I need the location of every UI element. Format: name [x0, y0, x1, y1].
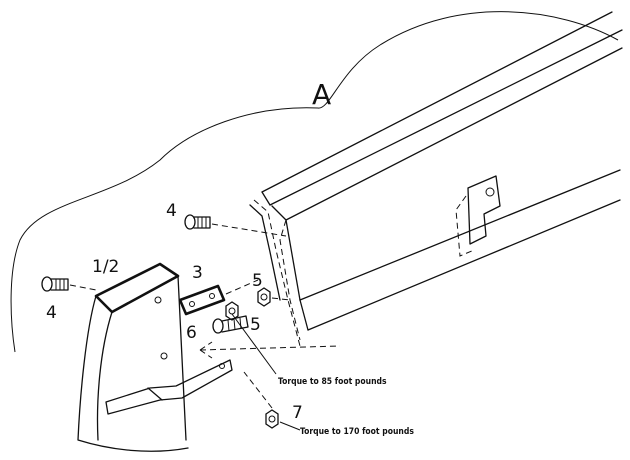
view-label-a: A: [312, 78, 331, 111]
bolt-4-upper: [184, 214, 211, 230]
torque-note-85: Torque to 85 foot pounds: [278, 377, 387, 387]
callout-3: 3: [192, 263, 203, 283]
bolt-4-upper-leader: [211, 223, 287, 237]
callout-7: 7: [292, 403, 303, 423]
torque-170-leader: [279, 421, 301, 431]
callout-1-2: 1/2: [92, 257, 119, 277]
end-bracket-edge: [249, 204, 281, 301]
callout-5-upper: 5: [252, 271, 263, 291]
callout-4-upper: 4: [166, 201, 177, 221]
backing-plate-3: [178, 284, 226, 316]
bolt-6: [212, 315, 249, 334]
end-bracket-outline: [253, 199, 301, 347]
bumper-bar: [261, 11, 623, 341]
nut-5-lower: [225, 301, 239, 321]
detail-view-outline: [10, 11, 619, 353]
rear-mounting-bracket: [455, 175, 501, 257]
callout-4-lower: 4: [46, 303, 57, 323]
nut-7-leader: [243, 371, 273, 409]
callout-5-lower: 5: [250, 315, 261, 335]
torque-85-leader: [231, 313, 277, 375]
shield-guard: [77, 262, 189, 452]
bolt-4-lower: [41, 276, 69, 292]
assembly-arrow: [199, 341, 341, 359]
nut-7: [265, 409, 279, 429]
nut-5-upper-leader: [271, 297, 291, 301]
lower-support-strap: [105, 359, 233, 415]
callout-6: 6: [186, 323, 197, 343]
torque-note-170: Torque to 170 foot pounds: [300, 427, 414, 437]
plate-3-leader: [225, 279, 259, 295]
nut-5-upper: [257, 287, 271, 307]
bolt-4-lower-leader: [69, 284, 97, 291]
